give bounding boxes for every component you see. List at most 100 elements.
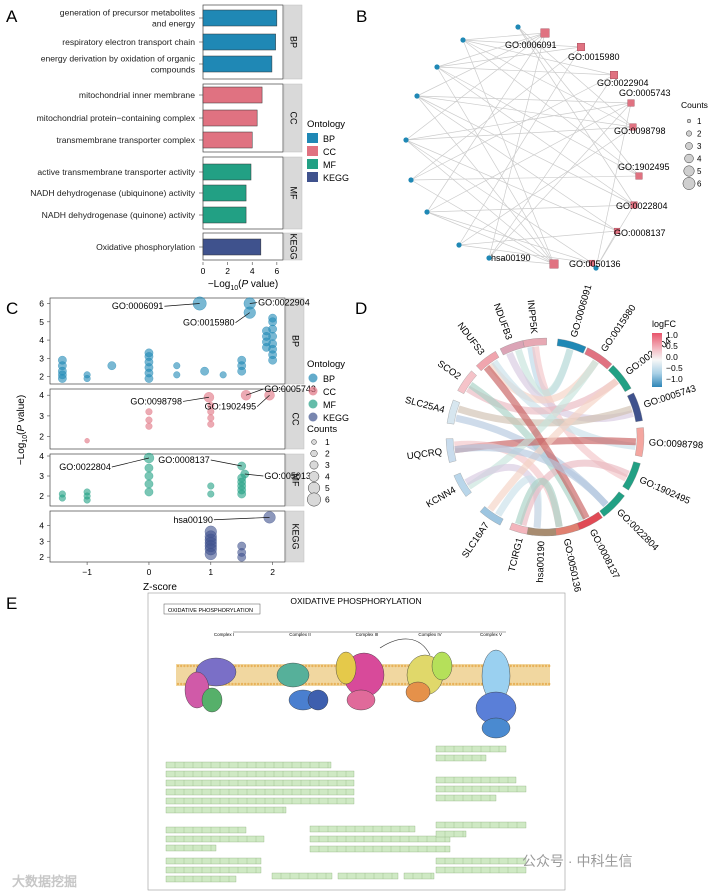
panel-a-bp-strip [283, 4, 303, 80]
membrane-bead [541, 682, 544, 686]
panel-d-chord: INPP5KNDUFB3NDUFS3SCO2SLC25A4UQCRQKCNN4S… [404, 283, 704, 593]
y-axis-title-part: value) [16, 395, 27, 425]
gene-table-row [271, 872, 333, 880]
point-label: GO:0022804 [59, 462, 111, 472]
gene-table-row [309, 825, 416, 833]
membrane-bead [388, 682, 391, 686]
gene-arc [445, 438, 457, 463]
membrane-bead [276, 682, 279, 686]
panel-c-size-legend-title: Counts [307, 424, 337, 435]
gene-node [460, 37, 466, 43]
y-tick-label: 6 [39, 298, 44, 308]
complex-label: Complex II [289, 632, 311, 637]
gene-table-row [435, 830, 467, 838]
network-edge [405, 139, 555, 265]
network-edge [436, 66, 615, 76]
data-point [219, 371, 227, 379]
chord-ribbon [454, 444, 609, 507]
membrane-bead [464, 682, 468, 686]
membrane-bead [400, 664, 404, 668]
term-node [629, 123, 637, 131]
data-point [207, 490, 215, 498]
data-point [268, 332, 277, 341]
protein-subunit [335, 651, 357, 685]
term-node-label: GO:0005743 [619, 88, 671, 98]
bar-label: NADH dehydrogenase (quinone) activity [42, 210, 196, 220]
label-leader [256, 394, 270, 407]
panel-b-legend-label: 1 [697, 117, 702, 126]
y-tick-label: 4 [39, 390, 44, 400]
membrane-bead [468, 664, 471, 668]
gene-table-row [165, 844, 217, 852]
term-node-label: GO:0006091 [505, 40, 557, 50]
bar [202, 109, 258, 127]
panel-c-kegg-strip [285, 510, 305, 563]
y-tick-label: 2 [39, 372, 44, 382]
gene-table-row [165, 866, 262, 874]
term-label: hsa00190 [535, 541, 547, 583]
membrane-bead [455, 664, 458, 668]
gene-arc [476, 351, 500, 372]
panel-c-size-legend-key [309, 460, 319, 470]
membrane-bead [519, 682, 522, 686]
data-point [237, 366, 247, 376]
protein-subunit [431, 651, 453, 681]
membrane-bead [192, 664, 196, 668]
panel-letter-e: E [6, 594, 17, 613]
membrane-bead [468, 682, 471, 686]
term-node [610, 71, 618, 79]
gene-node [486, 255, 492, 261]
gene-node [424, 209, 430, 215]
panel-b-legend-title: Counts [681, 100, 708, 110]
term-arc [634, 427, 645, 457]
gene-table-row [435, 754, 487, 762]
data-point [237, 461, 247, 471]
label-leader [213, 517, 270, 521]
network-edge [426, 204, 635, 213]
network-edge [462, 39, 582, 48]
membrane-bead [176, 664, 180, 668]
complex-label: Complex IV [418, 632, 441, 637]
y-tick-label: 5 [39, 317, 44, 327]
panel-c-size-legend-label: 4 [325, 472, 330, 482]
membrane-bead [333, 664, 336, 668]
label-leader [210, 459, 242, 467]
membrane-bead [442, 682, 445, 686]
network-edge [416, 32, 546, 97]
panel-a-legend-label-kegg: KEGG [323, 173, 349, 183]
x-tick-label: 4 [250, 266, 255, 276]
membrane-bead [528, 682, 532, 686]
gene-label: KCNN4 [425, 485, 458, 511]
panel-a-kegg-strip [283, 232, 303, 261]
panel-c-size-legend-key [307, 492, 321, 507]
x-axis-title-part: value) [248, 279, 278, 290]
label-leader [249, 302, 258, 304]
membrane-bead [452, 682, 455, 686]
membrane-bead [477, 664, 480, 668]
membrane-bead [480, 664, 484, 668]
panel-letters: A B C D E [6, 7, 367, 613]
gene-table-row [165, 857, 262, 865]
gene-table-row [165, 835, 265, 843]
protein-subunit [201, 687, 223, 713]
colorbar-tick-label: −0.5 [666, 363, 683, 373]
complex-label: Complex III [356, 632, 379, 637]
network-edge [436, 66, 635, 206]
network-edge [488, 102, 632, 259]
gene-label: SCO2 [435, 358, 463, 382]
bar [202, 9, 278, 27]
data-point [144, 374, 154, 383]
gene-table-row [435, 794, 497, 802]
complex-label: Complex I [214, 632, 234, 637]
gene-arc [453, 472, 472, 497]
membrane-bead [391, 664, 394, 668]
membrane-bead [324, 682, 327, 686]
gene-node [414, 93, 420, 99]
term-arc [608, 364, 632, 392]
panel-c-legend-key-cc [308, 386, 318, 396]
membrane-bead [272, 664, 276, 668]
panel-c-size-legend-label: 6 [325, 495, 330, 505]
membrane-bead [528, 664, 532, 668]
protein-subunit [276, 662, 310, 688]
